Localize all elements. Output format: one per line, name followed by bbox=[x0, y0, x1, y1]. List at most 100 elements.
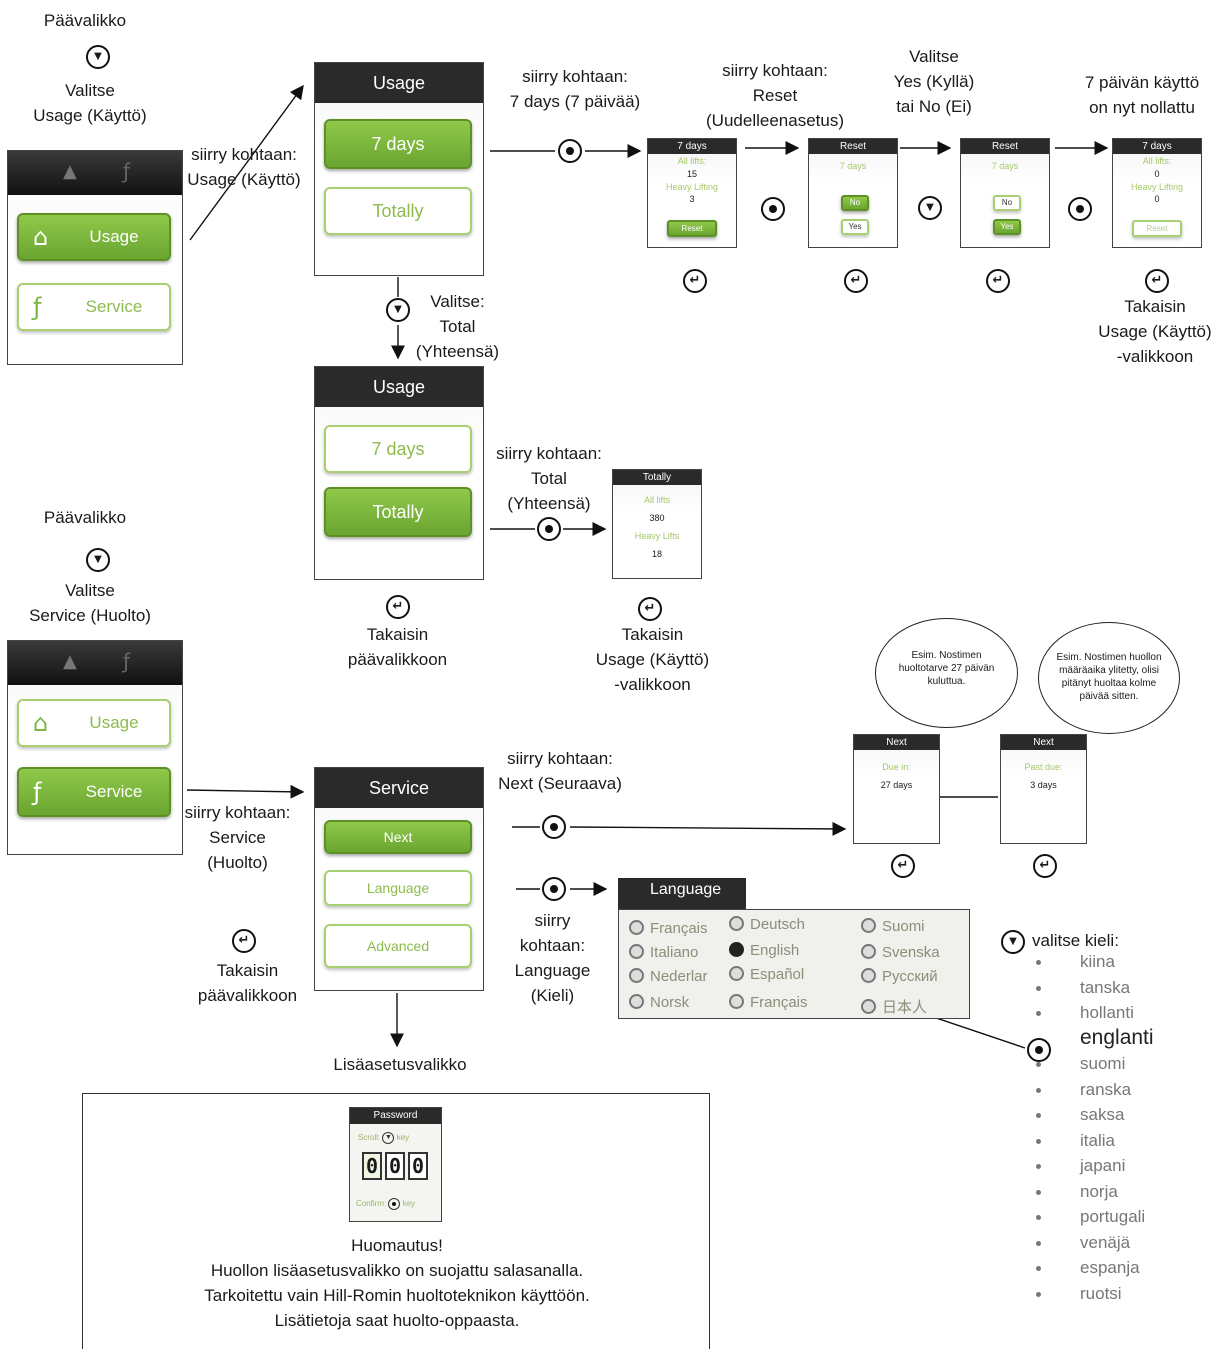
usage-button[interactable]: ⌂ Usage bbox=[17, 699, 171, 747]
lang-option-selected[interactable]: English bbox=[729, 942, 799, 959]
service-menu-header: Service bbox=[315, 768, 483, 808]
totally-button[interactable]: Totally bbox=[324, 187, 472, 235]
lang-option[interactable]: Français bbox=[729, 994, 808, 1011]
goto-7days-label: siirry kohtaan: 7 days (7 päivää) bbox=[509, 67, 641, 111]
yes-button[interactable]: Yes bbox=[993, 219, 1021, 235]
scroll-down-icon: ▼ bbox=[382, 1132, 395, 1144]
arrow-sel-to-next bbox=[569, 821, 847, 836]
no-button[interactable]: No bbox=[841, 195, 869, 211]
all-lifts-label: All lifts bbox=[643, 495, 670, 505]
goto-usage-label: siirry kohtaan: Usage (Käyttö) bbox=[187, 145, 301, 189]
scroll-down-icon: ▼ bbox=[1001, 930, 1025, 954]
back-icon: ↵ bbox=[232, 929, 256, 953]
7days-button[interactable]: 7 days bbox=[324, 425, 472, 473]
next-button[interactable]: Next bbox=[324, 820, 472, 854]
back-icon: ↵ bbox=[386, 595, 410, 619]
heavy-lifting-value: 0 bbox=[1154, 194, 1160, 204]
back-icon: ↵ bbox=[1033, 854, 1057, 878]
lift-icon: ⌂ bbox=[33, 709, 49, 737]
lang-option[interactable]: Norsk bbox=[629, 994, 689, 1011]
usage-button-label: Usage bbox=[89, 227, 139, 246]
heavy-lifting-label: Heavy Lifting bbox=[1130, 182, 1184, 192]
digit-1[interactable]: 0 bbox=[362, 1152, 382, 1180]
back-icon: ↵ bbox=[986, 269, 1010, 293]
heavy-lifts-label: Heavy Lifts bbox=[634, 531, 680, 541]
7days-button[interactable]: 7 days bbox=[324, 119, 472, 169]
back-main-label-1: Takaisin päävalikkoon bbox=[347, 625, 448, 669]
main-menu-topbar: ▲ ƒ bbox=[8, 641, 182, 685]
select-service-label: Valitse Service (Huolto) bbox=[29, 581, 151, 625]
advanced-menu-label: Lisäasetusvalikko bbox=[333, 1055, 467, 1074]
goto-total-label: siirry kohtaan: Total (Yhteensä) bbox=[496, 444, 602, 513]
select-icon bbox=[537, 517, 561, 541]
back-main-label-2: Takaisin päävalikkoon bbox=[197, 961, 298, 1005]
7days-header: 7 days bbox=[1113, 139, 1201, 154]
lang-option[interactable]: Suomi bbox=[861, 918, 925, 935]
goto-reset-label: siirry kohtaan: Reset (Uudelleenasetus) bbox=[706, 61, 844, 130]
past-due-value: 3 days bbox=[1030, 780, 1057, 790]
back-icon: ↵ bbox=[844, 269, 868, 293]
service-button-label: Service bbox=[85, 782, 143, 801]
wrench-icon: ƒ bbox=[33, 778, 42, 806]
lang-option[interactable]: Nederlar bbox=[629, 968, 708, 985]
all-lifts-label: All lifts: bbox=[677, 156, 707, 166]
back-usage-label-1: Takaisin Usage (Käyttö) -valikkoon bbox=[1098, 297, 1212, 366]
service-button[interactable]: ƒ Service bbox=[17, 767, 171, 817]
main-menu-screen-2: ▲ ƒ ⌂ Usage ƒ Service bbox=[7, 640, 183, 855]
reset-button[interactable]: Reset bbox=[667, 220, 717, 237]
7days-reset-screen: 7 days All lifts: 0 Heavy Lifting 0 Rese… bbox=[1112, 138, 1202, 248]
all-lifts-value: 0 bbox=[1154, 169, 1160, 179]
lang-option[interactable]: Italiano bbox=[629, 944, 698, 961]
wrench-icon: ƒ bbox=[123, 159, 131, 183]
totally-header: Totally bbox=[613, 470, 701, 485]
lift-icon: ⌂ bbox=[33, 223, 49, 251]
yes-button[interactable]: Yes bbox=[841, 219, 869, 235]
advanced-button[interactable]: Advanced bbox=[324, 924, 472, 968]
main-menu-screen-1: ▲ ƒ ⌂ Usage ƒ Service bbox=[7, 150, 183, 365]
note-line-3: Lisätietoja saat huolto-oppaasta. bbox=[274, 1311, 520, 1330]
all-lifts-value: 380 bbox=[649, 513, 665, 523]
usage-menu-screen: Usage 7 days Totally bbox=[314, 62, 484, 276]
next-screen-due: Next Due in: 27 days bbox=[853, 734, 940, 844]
reset-header: Reset bbox=[809, 139, 897, 154]
next-header: Next bbox=[854, 735, 939, 750]
lang-option[interactable]: Français bbox=[629, 920, 708, 937]
arrow-main2-to-service bbox=[186, 784, 305, 799]
digit-3[interactable]: 0 bbox=[408, 1152, 428, 1180]
lang-option[interactable]: 日本人 bbox=[861, 996, 927, 1017]
lang-option[interactable]: Español bbox=[729, 966, 804, 983]
7days-screen: 7 days All lifts: 15 Heavy Lifting 3 Res… bbox=[647, 138, 737, 248]
next-header: Next bbox=[1001, 735, 1086, 750]
scroll-label: Scroll: ▼ key bbox=[358, 1132, 410, 1144]
arrow-main-to-usage bbox=[189, 84, 304, 241]
usage-button[interactable]: ⌂ Usage bbox=[17, 213, 171, 261]
select-icon bbox=[761, 197, 785, 221]
language-button[interactable]: Language bbox=[324, 870, 472, 906]
select-total-label: Valitse: Total (Yhteensä) bbox=[415, 292, 500, 361]
heavy-lifting-label: Heavy Lifting bbox=[665, 182, 719, 192]
select-icon bbox=[388, 1198, 401, 1210]
select-icon bbox=[1027, 1038, 1051, 1062]
note-title: Huomautus! bbox=[351, 1236, 443, 1255]
usage-menu-header: Usage bbox=[315, 367, 483, 407]
reset-button[interactable]: Reset bbox=[1132, 220, 1182, 237]
lock-icon: ▲ bbox=[63, 161, 77, 182]
digit-2[interactable]: 0 bbox=[385, 1152, 405, 1180]
next-screen-past-due: Next Past due: 3 days bbox=[1000, 734, 1087, 844]
back-icon: ↵ bbox=[891, 854, 915, 878]
lang-option[interactable]: Svenska bbox=[861, 944, 940, 961]
lang-option[interactable]: Русский bbox=[861, 968, 938, 985]
no-button[interactable]: No bbox=[993, 195, 1021, 211]
wrench-icon: ƒ bbox=[123, 649, 131, 673]
lang-option[interactable]: Deutsch bbox=[729, 916, 805, 933]
select-icon bbox=[542, 877, 566, 901]
callout-due: Esim. Nostimen huoltotarve 27 päivän kul… bbox=[875, 618, 1018, 728]
totally-button[interactable]: Totally bbox=[324, 487, 472, 537]
service-button[interactable]: ƒ Service bbox=[17, 283, 171, 331]
heavy-lifting-value: 3 bbox=[689, 194, 695, 204]
note-line-1: Huollon lisäasetusvalikko on suojattu sa… bbox=[210, 1261, 584, 1280]
reset-header: Reset bbox=[961, 139, 1049, 154]
scroll-down-icon: ▼ bbox=[918, 196, 942, 220]
main-menu-title-1: Päävalikko bbox=[43, 11, 127, 30]
